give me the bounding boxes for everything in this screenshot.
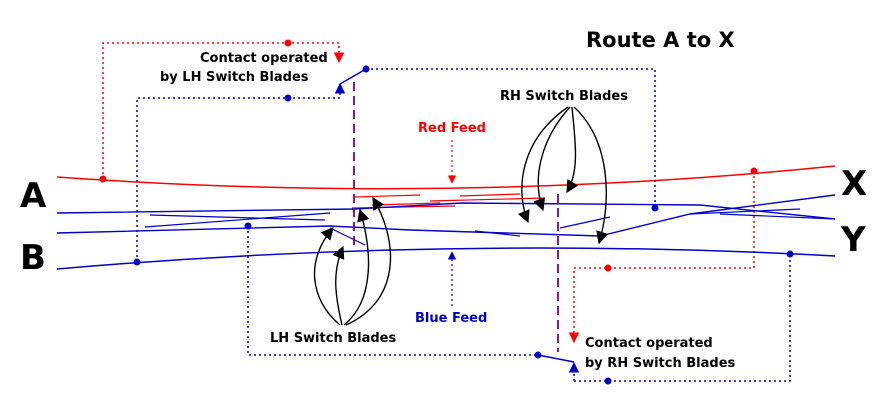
- rh-contact-label-line1: Contact operated: [585, 336, 713, 351]
- lh-blades-label: LH Switch Blades: [270, 331, 396, 346]
- lh-pointer-1: [313, 227, 341, 326]
- blue-node-y: [786, 250, 794, 258]
- blue-rail-upper: [56, 202, 836, 220]
- blue-circuit: [56, 68, 836, 382]
- blue-wire-rh-contact-bottom: [574, 254, 791, 382]
- lh-pointer-3: [343, 208, 370, 326]
- rh-pointer-1: [517, 106, 569, 224]
- red-node-contact: [604, 264, 612, 272]
- blue-node-crossing-right: [651, 204, 659, 212]
- lh-contact-label-line1: Contact operated: [200, 51, 328, 66]
- rh-blades-label: RH Switch Blades: [500, 89, 628, 104]
- lh-pointer-4: [345, 196, 392, 326]
- red-wire-lh-contact: [102, 42, 345, 179]
- blue-rail-b-to-y: [56, 247, 836, 270]
- port-b-label: B: [20, 238, 46, 278]
- red-circuit: [56, 42, 836, 344]
- blue-node-b: [133, 258, 141, 266]
- red-wire-rh-contact: [568, 171, 755, 344]
- rh-blade-pointers: [517, 106, 609, 245]
- red-nodes: [99, 39, 758, 272]
- blue-wire-lh-contact-right: [366, 68, 656, 208]
- blue-node-crossing-left: [244, 222, 252, 230]
- diagram-title: Route A to X: [586, 28, 735, 52]
- port-y-label: Y: [840, 220, 866, 260]
- blue-node-lh-contact-left: [284, 94, 292, 102]
- rh-contact-lever: [537, 354, 575, 363]
- port-x-label: X: [841, 164, 867, 204]
- red-node-a: [99, 175, 107, 183]
- blue-nodes: [133, 65, 794, 385]
- rh-pointer-3: [566, 106, 579, 194]
- rh-pointer-4: [573, 106, 609, 245]
- blue-wire-lh-contact-left: [136, 82, 346, 262]
- blue-node-rh-contact: [534, 351, 542, 359]
- red-feed-label: Red Feed: [418, 121, 486, 136]
- red-inner-lines: [351, 193, 546, 209]
- purple-linkages: [353, 82, 559, 352]
- blue-rail-lower: [56, 194, 836, 237]
- rh-pointer-2: [533, 106, 571, 212]
- blue-node-rh-contact-bottom: [604, 377, 612, 385]
- lh-contact-label-line2: by LH Switch Blades: [160, 70, 309, 85]
- lh-contact-lever: [339, 68, 367, 85]
- red-rail-a-to-x: [56, 165, 836, 190]
- blue-check-rails: [144, 208, 836, 246]
- blue-feed-label: Blue Feed: [415, 311, 487, 326]
- rh-contact-label-line2: by RH Switch Blades: [585, 356, 736, 371]
- lh-pointer-2: [332, 245, 345, 326]
- red-node-lh-contact: [284, 39, 292, 47]
- port-a-label: A: [20, 176, 47, 216]
- red-node-x: [750, 167, 758, 175]
- blue-node-lh-contact-right: [362, 65, 370, 73]
- lh-blade-pointers: [313, 196, 392, 326]
